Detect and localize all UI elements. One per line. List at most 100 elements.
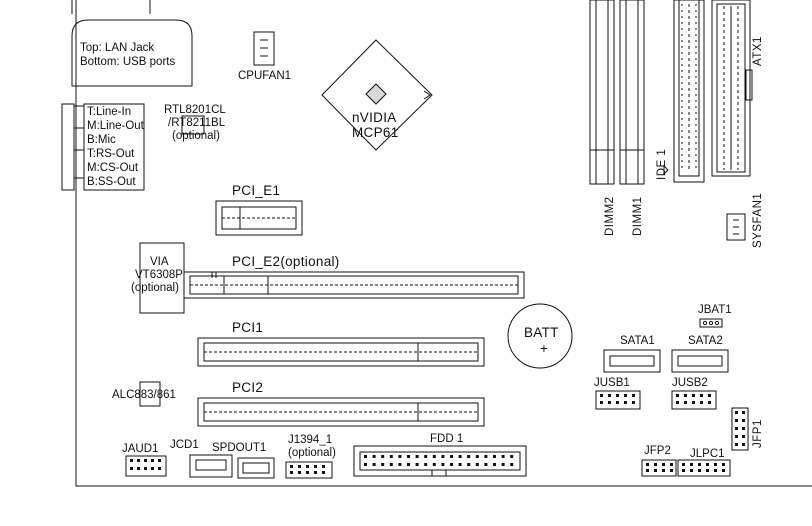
- fdd-pin: [398, 463, 402, 466]
- spdout-label: SPDOUT1: [212, 442, 267, 454]
- fdd-pin: [415, 455, 419, 458]
- jfp2-pin: [670, 469, 673, 472]
- audio-ss-out-label: B:SS-Out: [87, 176, 136, 188]
- fdd-pin: [501, 463, 505, 466]
- jaud-pin: [130, 467, 133, 470]
- jlpc-pin: [706, 463, 709, 466]
- fdd-pin: [432, 455, 436, 458]
- usb-ports-label: Bottom: USB ports: [80, 56, 176, 68]
- lan-chip-label-1: RTL8201CL: [164, 104, 226, 116]
- audio-mic-label: B:Mic: [87, 134, 116, 146]
- fdd-pin: [467, 455, 471, 458]
- jfp2-pin: [662, 469, 665, 472]
- fdd-pin: [484, 455, 488, 458]
- jusb1-pin: [608, 394, 611, 397]
- cpufan-label: CPUFAN1: [238, 70, 292, 82]
- jusb2-pin: [684, 394, 687, 397]
- jusb1-pin: [624, 401, 627, 404]
- via-label-2: VT6308P: [135, 269, 183, 281]
- lan-chip-label-3: (optional): [172, 130, 220, 142]
- pci1-slot: [197, 337, 485, 367]
- j1394-header: [285, 461, 333, 479]
- fdd-pin: [364, 455, 367, 458]
- pcie2-label: PCI_E2(optional): [232, 254, 340, 269]
- j1394-pin: [290, 465, 293, 468]
- pci2-label: PCI2: [232, 380, 264, 395]
- fdd-pin: [407, 463, 410, 466]
- jfp1-pin: [742, 419, 745, 422]
- jlpc-pin: [714, 463, 717, 466]
- cpufan-header: [253, 31, 275, 66]
- jfp2-pin: [670, 463, 673, 466]
- jusb2-pin: [708, 394, 711, 397]
- spdout-header: [237, 457, 275, 479]
- jusb2-label: JUSB2: [672, 377, 708, 389]
- pcie1-slot: [215, 200, 303, 236]
- jusb2-pin: [708, 401, 711, 404]
- jfp2-pin: [646, 463, 649, 466]
- fdd-pin: [510, 455, 514, 458]
- battery-plus-label: +: [540, 341, 549, 356]
- fdd-pin: [450, 463, 453, 466]
- battery-circle: [507, 303, 573, 369]
- jusb2-pin: [676, 401, 679, 404]
- jusb2-pin: [692, 394, 695, 397]
- atx-power: [711, 0, 753, 177]
- fdd-pin: [501, 455, 505, 458]
- jusb1-pin: [600, 401, 603, 404]
- sata-connectors: [603, 349, 729, 373]
- jaud-pin: [137, 459, 140, 462]
- jusb2-pin: [700, 401, 703, 404]
- fdd-pin: [372, 455, 376, 458]
- fdd-pin: [364, 463, 367, 466]
- jusb1-pin: [632, 394, 635, 397]
- alc-codec-label: ALC883/861: [112, 389, 176, 401]
- via-label-3: (optional): [131, 282, 179, 294]
- jaud-pin: [137, 467, 140, 470]
- jlpc-header: [677, 459, 731, 477]
- jfp1-pin: [735, 427, 738, 430]
- jlpc-pin: [698, 463, 701, 466]
- fdd-pin: [441, 455, 445, 458]
- sata2-label: SATA2: [688, 335, 723, 347]
- j1394-pin: [298, 471, 301, 474]
- fdd-pin: [475, 455, 479, 458]
- jfp1-pin: [735, 419, 738, 422]
- sysfan-header: [726, 213, 746, 241]
- jaud-pin: [130, 459, 133, 462]
- jfp1-pin: [735, 411, 738, 414]
- jaud-label: JAUD1: [122, 443, 159, 455]
- jusb1-label: JUSB1: [594, 377, 630, 389]
- jusb2-pin: [676, 394, 679, 397]
- jlpc-label: JLPC1: [690, 448, 725, 460]
- fdd-connector: [353, 445, 527, 477]
- jfp2-pin: [662, 463, 665, 466]
- jaud-pin: [144, 467, 147, 470]
- fdd-label: FDD 1: [430, 433, 464, 445]
- jusb1-pin: [600, 394, 603, 397]
- j1394-label-2: (optional): [288, 447, 336, 459]
- audio-line-in-label: T:Line-In: [87, 106, 132, 118]
- jusb1-pin: [616, 401, 619, 404]
- jfp2-label: JFP2: [644, 445, 671, 457]
- battery-label: BATT: [524, 325, 559, 340]
- j1394-pin: [306, 465, 309, 468]
- fdd-pin: [389, 455, 393, 458]
- fdd-pin: [407, 455, 410, 458]
- jusb1-pin: [624, 394, 627, 397]
- jusb2-pin: [700, 394, 703, 397]
- j1394-pin: [306, 471, 309, 474]
- fdd-pin: [458, 455, 462, 458]
- jcd-label: JCD1: [170, 439, 199, 451]
- fdd-pin: [381, 455, 385, 458]
- jfp1-pin: [742, 435, 745, 438]
- dimm-slots: [589, 0, 645, 185]
- jusb2-pin: [684, 401, 687, 404]
- jbat-label: JBAT1: [698, 304, 732, 316]
- j1394-label-1: J1394_1: [288, 434, 333, 446]
- fdd-pin: [493, 455, 496, 458]
- jfp1-label: JFP1: [752, 419, 764, 448]
- jaud-pin: [151, 467, 154, 470]
- fdd-pin: [450, 455, 453, 458]
- fdd-pin: [389, 463, 393, 466]
